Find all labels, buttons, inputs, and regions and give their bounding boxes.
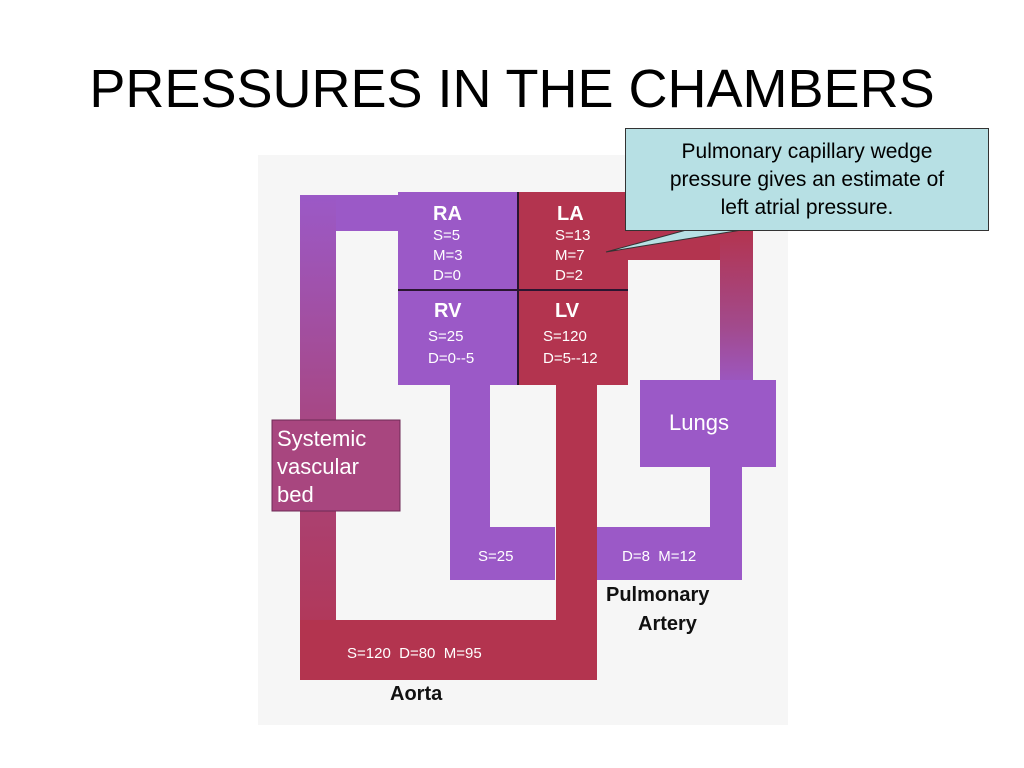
slide-title: PRESSURES IN THE CHAMBERS (89, 59, 935, 119)
rv-outflow-box (450, 527, 555, 580)
systemic-bed-label-1: Systemic (277, 426, 366, 451)
la-value-2: M=7 (555, 247, 585, 264)
systemic-bed-box (271, 419, 401, 512)
lv-chamber (518, 290, 628, 385)
aorta-label: Aorta (390, 683, 443, 705)
systemic-bed-label-3: bed (277, 482, 314, 507)
ra-value-2: M=3 (433, 247, 463, 264)
ra-chamber (398, 192, 518, 290)
la-value-1: S=13 (555, 227, 590, 244)
callout-line-1: Pulmonary capillary wedge (681, 140, 933, 163)
callout-line-3: left atrial pressure. (720, 196, 894, 219)
la-chamber (518, 192, 628, 290)
ra-label: RA (433, 203, 462, 225)
pulmonary-artery-pressure: D=8 M=12 (622, 548, 696, 565)
lungs-label: Lungs (669, 410, 729, 435)
pulmonary-artery-label-1: Pulmonary (606, 584, 710, 606)
rv-value-1: S=25 (428, 328, 463, 345)
callout-line-2: pressure gives an estimate of (669, 168, 945, 191)
rv-outflow-pressure: S=25 (478, 548, 513, 565)
pulmonary-artery-vessel (710, 465, 742, 580)
lv-label: LV (555, 300, 580, 322)
aorta-ascending (556, 378, 597, 680)
aorta-pressure: S=120 D=80 M=95 (347, 645, 482, 662)
wedge-pressure-callout: Pulmonary capillary wedge pressure gives… (625, 128, 989, 231)
aorta-bottom (300, 620, 597, 680)
lungs-box (640, 380, 776, 467)
lv-value-2: D=5--12 (543, 350, 598, 367)
la-label: LA (557, 203, 584, 225)
rv-chamber (398, 290, 518, 385)
ra-value-1: S=5 (433, 227, 460, 244)
rv-value-2: D=0--5 (428, 350, 474, 367)
lv-value-1: S=120 (543, 328, 587, 345)
la-value-3: D=2 (555, 267, 583, 284)
rv-label: RV (434, 300, 462, 322)
pulmonary-vein-right (720, 230, 753, 390)
ra-value-3: D=0 (433, 267, 461, 284)
systemic-bed-label-2: vascular (277, 454, 359, 479)
pulmonary-artery-label-2: Artery (638, 613, 698, 635)
